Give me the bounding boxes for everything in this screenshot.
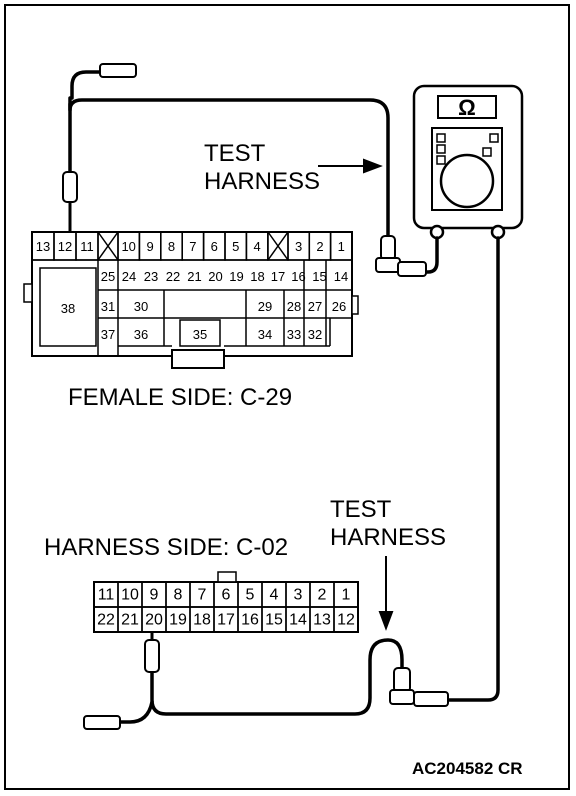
test-harness-label-top-line2: HARNESS (204, 168, 321, 195)
harness-side-label: HARNESS SIDE: C-02 (44, 534, 289, 561)
c02-pin-20: 20 (145, 612, 163, 629)
c29-pin-14: 14 (334, 269, 348, 284)
c29-pin-11-cell (75, 231, 99, 261)
connector-c02 (93, 571, 359, 633)
c02-pin-6: 6 (222, 587, 231, 604)
c29-pin-9: 9 (146, 239, 153, 254)
pointer-arrows (318, 158, 394, 631)
c29-pin-1-cell (329, 231, 353, 261)
c29-pin-12: 12 (58, 239, 72, 254)
c29-pin-5: 5 (232, 239, 239, 254)
c02-pin-4: 4 (270, 587, 279, 604)
connector-c29 (23, 231, 359, 369)
c02-pin-12: 12 (337, 612, 355, 629)
c29-pin-3: 3 (295, 239, 302, 254)
c02-pin-8: 8 (174, 587, 183, 604)
c02-pin-12-cell (333, 606, 359, 633)
c29-pin-8: 8 (168, 239, 175, 254)
female-side-label: FEMALE SIDE: C-29 (68, 384, 293, 411)
c29-pin-26: 26 (332, 299, 346, 314)
c29-pin-4: 4 (253, 239, 260, 254)
c02-pin-22: 22 (97, 612, 115, 629)
c29-pin-20: 20 (208, 269, 222, 284)
c29-pin-33: 33 (287, 327, 301, 342)
multimeter: Ω (412, 84, 524, 240)
meter-selector-dial (439, 153, 495, 209)
c29-pin-23: 23 (144, 269, 158, 284)
c29-pin-17: 17 (271, 269, 285, 284)
c02-pin-13: 13 (313, 612, 331, 629)
c02-pin-19: 19 (169, 612, 187, 629)
c29-pin-31: 31 (101, 299, 115, 314)
c02-pin-9: 9 (150, 587, 159, 604)
test-harness-label-bottom-line1: TEST (330, 496, 392, 523)
c29-pin-16: 16 (291, 269, 305, 284)
meter-probe-jack-right (490, 224, 506, 240)
c29-pin-1: 1 (338, 239, 345, 254)
c02-pin-7: 7 (198, 587, 207, 604)
meter-ohm-symbol: Ω (458, 95, 476, 120)
test-harness-label-bottom-line2: HARNESS (330, 524, 447, 551)
c29-pin-11: 11 (80, 239, 94, 254)
c02-pin-16: 16 (241, 612, 259, 629)
c02-pin-10: 10 (121, 587, 139, 604)
c29-pin-24: 24 (122, 269, 136, 284)
c29-pin-36: 36 (134, 327, 148, 342)
probe-tips (62, 63, 449, 730)
diagram-frame (4, 4, 570, 790)
c29-pin-34: 34 (258, 327, 272, 342)
test-harness-label-top-line1: TEST (204, 140, 266, 167)
c29-pin-29: 29 (258, 299, 272, 314)
c02-pin-17: 17 (217, 612, 235, 629)
c29-pin-21: 21 (187, 269, 201, 284)
c02-pin-14: 14 (289, 612, 307, 629)
wires (68, 70, 500, 724)
c29-pin-15: 15 (312, 269, 326, 284)
c02-pin-3: 3 (294, 587, 303, 604)
c29-pin-10: 10 (121, 239, 135, 254)
c02-pin-2: 2 (318, 587, 327, 604)
c29-pin-4-cell (245, 231, 269, 261)
reference-code: AC204582 CR (412, 759, 523, 778)
c29-pin-2: 2 (316, 239, 323, 254)
c02-pin-15: 15 (265, 612, 283, 629)
c29-pin-38: 38 (61, 301, 75, 316)
c29-pin-13: 13 (36, 239, 50, 254)
c29-pin-7: 7 (189, 239, 196, 254)
c02-pin-1: 1 (342, 587, 351, 604)
c29-pin-37: 37 (101, 327, 115, 342)
c29-pin-19: 19 (229, 269, 243, 284)
c29-pin-30: 30 (134, 299, 148, 314)
c29-pin-35: 35 (193, 327, 207, 342)
c02-pin-5: 5 (246, 587, 255, 604)
c29-pin-32: 32 (308, 327, 322, 342)
c29-pin-28: 28 (287, 299, 301, 314)
c02-pin-21: 21 (121, 612, 139, 629)
c29-pin-18: 18 (250, 269, 264, 284)
c29-pin-27: 27 (308, 299, 322, 314)
meter-probe-jack-left (429, 224, 445, 240)
c02-pin-18: 18 (193, 612, 211, 629)
c29-pin-25: 25 (101, 269, 115, 284)
c02-pin-11: 11 (98, 587, 115, 604)
c29-pin-22: 22 (166, 269, 180, 284)
c29-pin-6: 6 (211, 239, 218, 254)
